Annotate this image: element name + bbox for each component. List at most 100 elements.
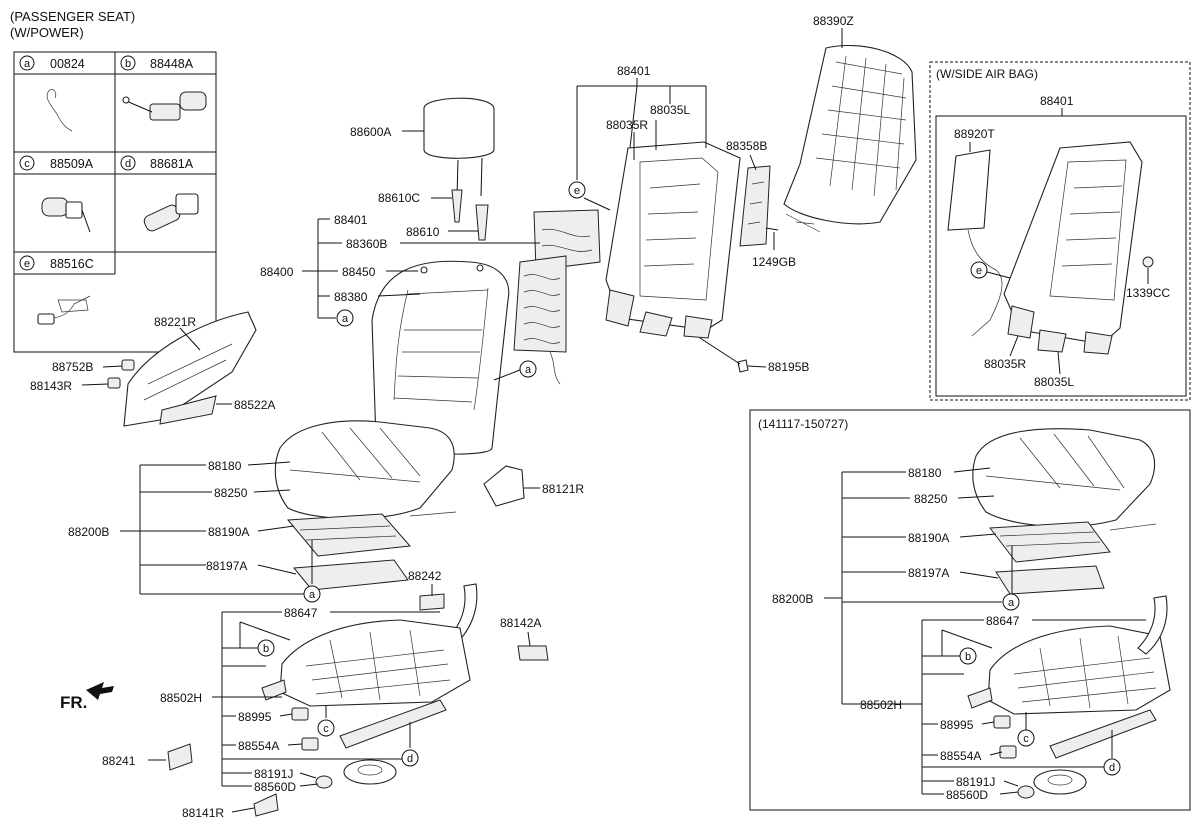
panel-title: (141117-150727) [758, 417, 848, 431]
part-label: 88242 [408, 569, 442, 583]
part-label: 88190A [908, 531, 949, 545]
legend-part-number: 88509A [50, 157, 94, 171]
bolt-illustrations [737, 227, 779, 373]
clip-wire-icon [46, 89, 73, 132]
legend-letter: b [125, 58, 131, 70]
part-label: 88752B [52, 360, 93, 374]
callout-circle-b [257, 639, 275, 657]
seat-track-illustration [987, 625, 1171, 715]
headrest-illustration [423, 97, 495, 241]
part-label: 88221R [154, 315, 196, 329]
main-part-labels: 88390Z 88401 88035L 88035R 88358B 1249GB… [30, 14, 854, 820]
side-airbag-panel: (W/SIDE AIR BAG) 88401 88920T 1339CC e 8… [929, 61, 1191, 401]
seat-cushion-illustration [274, 420, 455, 520]
callout-letter-c: c [1023, 733, 1029, 745]
callout-circle-a [303, 585, 321, 603]
legend-letter: e [24, 258, 30, 270]
callout-circle-c [317, 719, 335, 737]
callout-circle-a [519, 360, 537, 378]
legend-part-number: 00824 [50, 57, 85, 71]
part-label: 88191J [254, 767, 293, 781]
motor-icon [143, 193, 199, 232]
legend-item-d: d 88681A [120, 155, 199, 232]
front-direction-label: FR. [60, 693, 87, 712]
callout-letter-a: a [309, 589, 316, 601]
shield-cover-illustration [483, 465, 525, 507]
part-label: 88360B [346, 237, 387, 251]
part-label: 88200B [68, 525, 109, 539]
part-label: 88995 [238, 710, 272, 724]
part-label: 88197A [206, 559, 247, 573]
panel-title: (W/SIDE AIR BAG) [936, 67, 1038, 81]
callout-letter-c: c [323, 723, 329, 735]
header-line-2: (W/POWER) [10, 25, 84, 40]
cushion-pan-illustration [286, 511, 457, 591]
part-label: 88380 [334, 290, 368, 304]
callout-circle-d [401, 749, 419, 767]
part-label: 88401 [617, 64, 651, 78]
legend-part-number: 88516C [50, 257, 94, 271]
part-label: 88195B [768, 360, 809, 374]
part-label: 88647 [284, 606, 318, 620]
cable-88242-illustration [419, 583, 549, 661]
callout-circle-a [336, 309, 354, 327]
part-label: 88035L [650, 103, 690, 117]
callout-circle-d [1103, 758, 1121, 776]
part-label: 88401 [334, 213, 368, 227]
legend-part-number: 88448A [150, 57, 194, 71]
part-label: 88400 [260, 265, 294, 279]
callout-letter-a: a [1008, 597, 1015, 609]
cushion-illustration [972, 428, 1156, 527]
part-label: 1339CC [1126, 286, 1170, 300]
main-callouts: e a a a b c d [257, 181, 586, 767]
part-label: 88121R [542, 482, 584, 496]
legend-letter: c [24, 158, 30, 170]
part-label: 88522A [234, 398, 275, 412]
part-label: 88180 [208, 459, 242, 473]
legend-item-e: e 88516C [19, 255, 94, 325]
legend-item-b: b 88448A [120, 55, 207, 121]
legend-item-c: c 88509A [19, 155, 94, 233]
part-label: 88241 [102, 754, 136, 768]
callout-letter-a: a [342, 313, 349, 325]
callout-circle-b [959, 647, 977, 665]
part-label: 88035L [1034, 375, 1074, 389]
seat-track-illustration [167, 619, 471, 817]
part-label: 88142A [500, 616, 541, 630]
part-label: 88610C [378, 191, 420, 205]
front-arrow-icon [86, 682, 114, 700]
callout-letter-d: d [1109, 762, 1115, 774]
seat-back-frame-illustration [605, 141, 741, 339]
part-label: 88191J [956, 775, 995, 789]
part-label: 88600A [350, 125, 391, 139]
callout-letter-b: b [263, 643, 269, 655]
legend-letter: a [24, 58, 31, 70]
seat-heater-mat-illustration [513, 209, 601, 385]
part-label: 88190A [208, 525, 249, 539]
motor-assembly-icon [122, 91, 207, 121]
date-range-panel: (141117-150727) [749, 409, 1191, 811]
part-label: 88995 [940, 718, 974, 732]
callout-letter-d: d [407, 753, 413, 765]
part-label: 88920T [954, 127, 995, 141]
part-label: 88610 [406, 225, 440, 239]
part-label: 88358B [726, 139, 767, 153]
callout-circle-c [1017, 729, 1035, 747]
main-leader-lines [81, 28, 843, 813]
callout-letter-b: b [965, 651, 971, 663]
part-label: 88647 [986, 614, 1020, 628]
part-label: 88502H [160, 691, 202, 705]
part-label: 88390Z [813, 14, 854, 28]
callout-letter-e: e [976, 265, 982, 277]
part-label: 88035R [606, 118, 648, 132]
part-label: 88141R [182, 806, 224, 820]
part-label: 88197A [908, 566, 949, 580]
part-label: 88450 [342, 265, 376, 279]
part-label: 88250 [914, 492, 948, 506]
callout-circle-a [1002, 593, 1020, 611]
callout-circle-e [970, 261, 988, 279]
callout-letter-a: a [525, 364, 532, 376]
part-label: 88180 [908, 466, 942, 480]
legend-letter: d [125, 158, 131, 170]
